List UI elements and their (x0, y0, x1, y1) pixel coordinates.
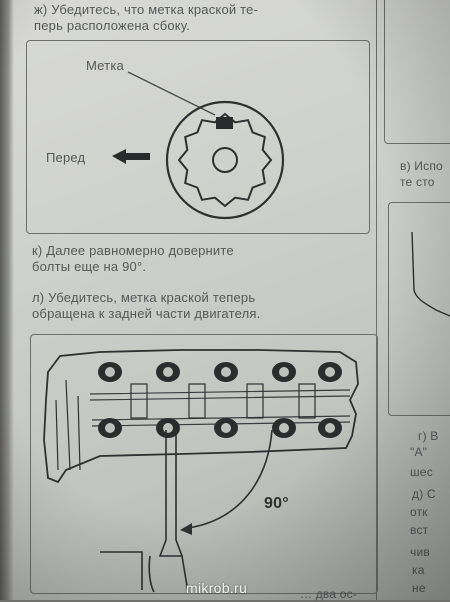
label-front: Перед (46, 150, 86, 165)
right-frag-d3: вст (410, 523, 429, 537)
right-figure-middle (388, 202, 450, 416)
bolt-head-2-1 (105, 423, 115, 433)
wrench-handle (100, 551, 189, 593)
bolt-head-1-3 (221, 367, 231, 377)
figure-head-box (30, 334, 378, 594)
bolt-head-2-5 (325, 423, 335, 433)
paint-mark (216, 117, 233, 129)
cylinder-head-outline (43, 349, 359, 484)
figure-mark-box (26, 40, 370, 234)
step-zh-line-1: ж) Убедитесь, что метка краской те- (34, 2, 259, 17)
wrench-shaft (158, 430, 184, 557)
right-frag-v1: в) Испо (400, 159, 443, 173)
watermark-text: mikrob.ru (186, 580, 248, 596)
bolt-head-2-3 (221, 423, 231, 433)
bolt-head-1-5 (325, 367, 335, 377)
rotation-arc (187, 429, 273, 529)
angle-label: 90° (264, 495, 289, 512)
front-arrow-icon (112, 149, 150, 164)
pulley-center-hole (212, 147, 238, 173)
rotation-arrow-head (180, 523, 192, 535)
step-zh-line-2: перь расположена сбоку. (34, 18, 191, 33)
right-column-edge (376, 0, 377, 600)
right-frag-d6: не (412, 581, 426, 595)
bolt-head-1-1 (105, 367, 115, 377)
right-figure-curve (411, 231, 450, 317)
right-frag-d2: отк (410, 505, 428, 519)
label-mark: Метка (86, 58, 124, 73)
bolt-head-1-2 (163, 367, 173, 377)
step-k-line-2: болты еще на 90°. (32, 259, 147, 274)
step-l-line-2: обращена к задней части двигателя. (32, 306, 261, 321)
pulley-outer-circle (165, 100, 285, 220)
right-figure-top (384, 0, 450, 144)
right-frag-v2: те сто (400, 175, 435, 189)
step-k-line-1: к) Далее равномерно доверните (32, 243, 234, 258)
bearing-cap-4 (298, 383, 316, 419)
step-l-line-1: л) Убедитесь, метка краской теперь (32, 290, 256, 305)
pulley-inner-gear (177, 112, 273, 208)
right-frag-g2: "А" (410, 445, 428, 459)
bolt-row-group (98, 362, 342, 438)
bolt-head-1-4 (279, 367, 289, 377)
bearing-cap-3 (246, 383, 264, 419)
binding-shadow (0, 0, 14, 600)
right-frag-g1: г) В (418, 429, 439, 443)
bolt-head-2-4 (279, 423, 289, 433)
camshaft-lines (89, 389, 351, 427)
right-frag-d5: ка (412, 563, 425, 577)
head-side-ribs (55, 379, 81, 471)
bearing-cap-1 (130, 383, 148, 419)
bearing-cap-2 (188, 383, 206, 419)
bottom-fragment: … два ос- (300, 587, 358, 601)
right-frag-d1: д) С (412, 487, 436, 501)
right-frag-d4: чив (410, 545, 430, 559)
right-frag-g3: шес (410, 465, 433, 479)
